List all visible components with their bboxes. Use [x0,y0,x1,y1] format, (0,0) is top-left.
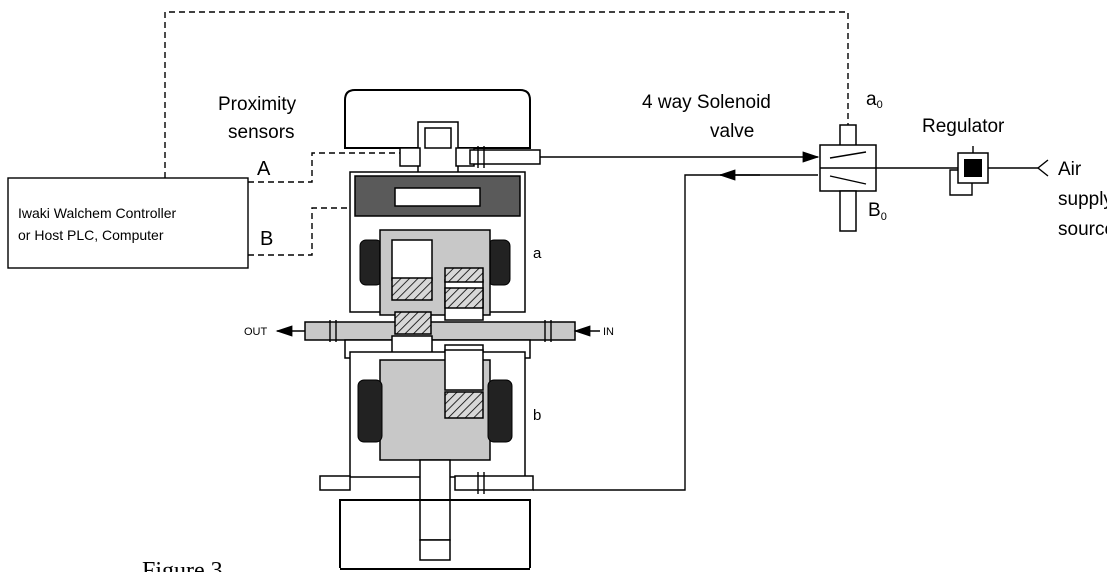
port-a0-letter: a [866,89,877,110]
air-supply-label-line2: supply [1058,189,1107,210]
figure-caption: Figure 3 [142,558,223,572]
port-a0-label: a0 [866,89,883,111]
solenoid-valve [819,124,877,232]
control-signal-line [164,11,849,178]
proximity-sensors-label-line1: Proximity [218,94,297,115]
regulator-symbol [949,146,989,196]
controller-label-line2: or Host PLC, Computer [18,227,164,243]
sensor-b-label: B [260,228,273,250]
air-supply-label-line3: source [1058,219,1107,240]
port-b0-label: B0 [868,200,887,223]
chamber-a-label: a [533,245,542,262]
pump-assembly [304,89,576,570]
in-label: IN [603,326,614,338]
out-label: OUT [244,326,268,338]
air-supply-label-line1: Air [1058,159,1082,180]
chamber-b-label: b [533,407,541,424]
proximity-sensors-label-line2: sensors [228,122,295,143]
port-b0-letter: B [868,200,881,221]
controller-label-line1: Iwaki Walchem Controller [18,205,177,221]
sensor-a-label: A [257,158,271,180]
solenoid-valve-label-line1: 4 way Solenoid [642,92,771,113]
regulator-label: Regulator [922,116,1005,137]
port-a0-subscript: 0 [877,99,883,111]
port-b0-subscript: 0 [881,211,887,223]
air-supply-arrowhead [1036,159,1049,177]
controller-box [7,177,249,269]
solenoid-valve-label-line2: valve [710,121,754,142]
sensor-a-wire [248,152,418,183]
